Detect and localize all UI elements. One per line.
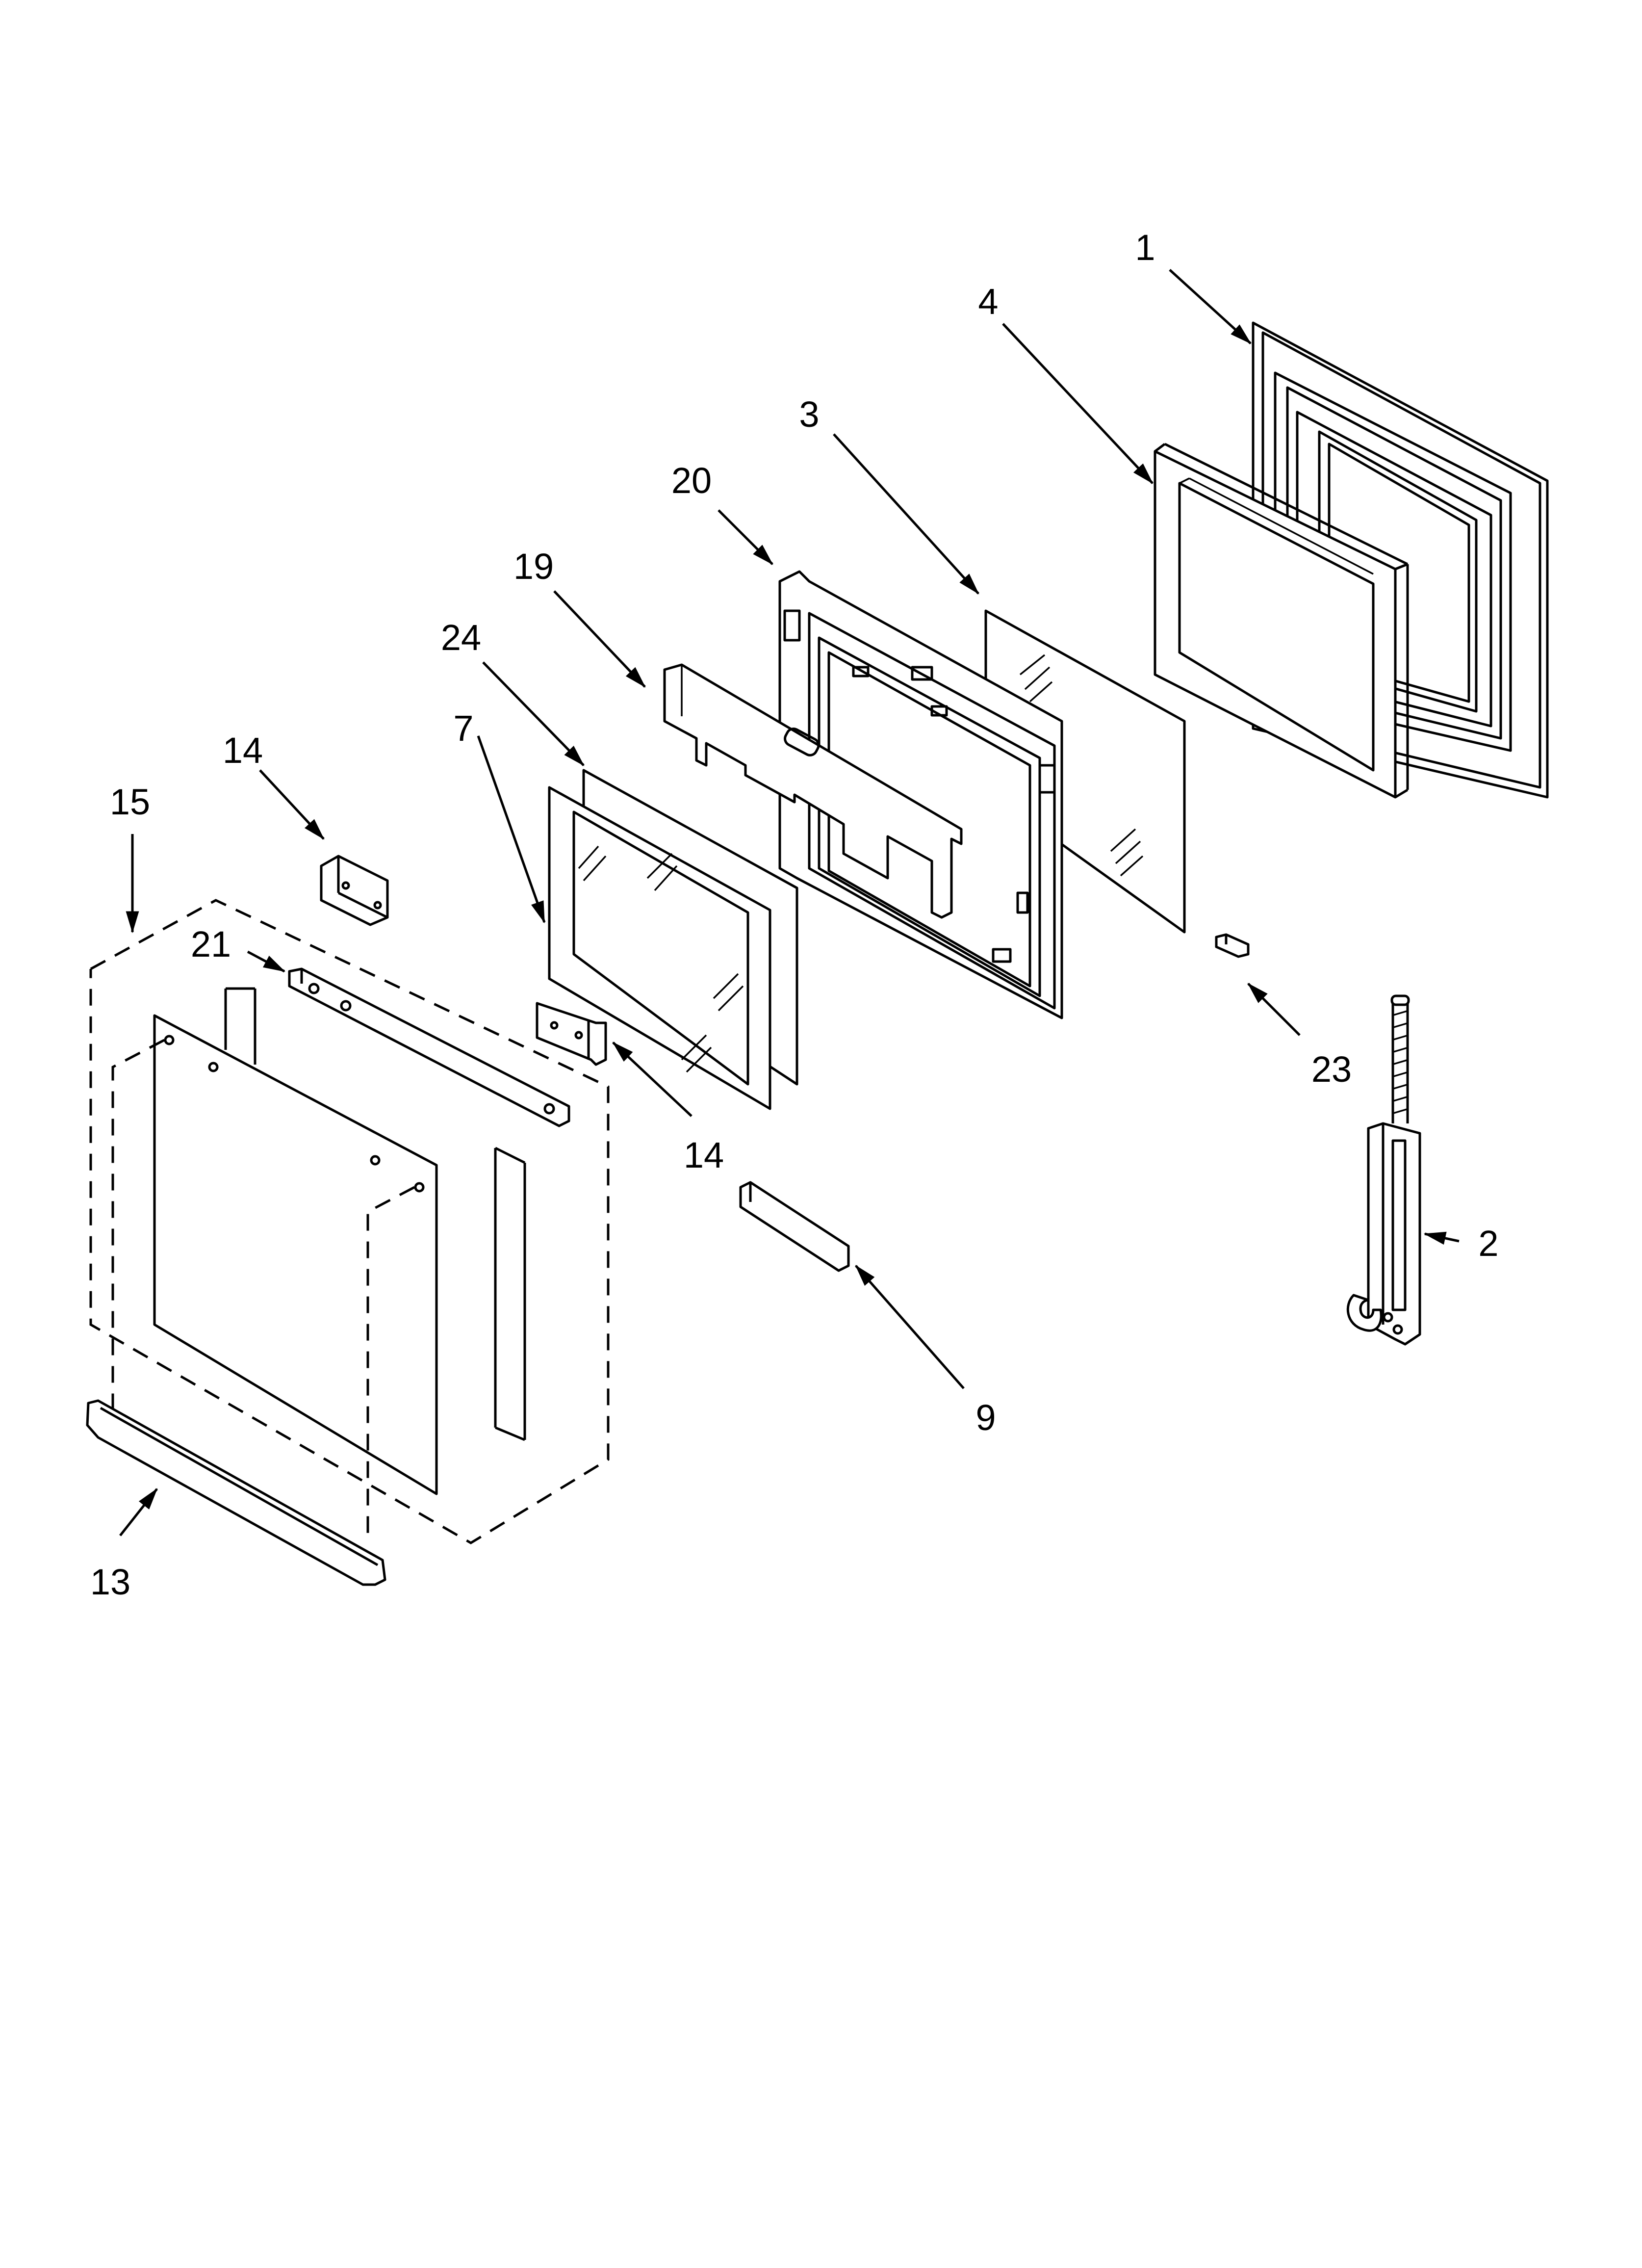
callout-labels: 1 4 3 20 19 24 7 14 15 21 14 23 2 9 13 — [90, 227, 1499, 1602]
part-21-trim-strip — [288, 967, 570, 1127]
leader-23 — [1247, 983, 1301, 1036]
part-14-bracket-upper — [320, 855, 389, 926]
hinge-thread — [1391, 1010, 1409, 1115]
callout-23: 23 — [1311, 1049, 1352, 1090]
leader-19 — [553, 590, 646, 688]
leader-13 — [119, 1488, 158, 1537]
leader-21 — [247, 950, 285, 973]
callout-20: 20 — [671, 460, 712, 501]
callout-3: 3 — [799, 394, 819, 435]
part-14-bracket-lower — [536, 1002, 607, 1066]
leader-14-upper — [259, 769, 325, 840]
leader-7 — [477, 735, 546, 924]
leader-arrows — [119, 269, 1460, 1537]
leader-4 — [1002, 323, 1154, 484]
part-2-hinge — [1346, 994, 1421, 1346]
leader-24 — [482, 661, 585, 766]
leader-9 — [855, 1265, 965, 1389]
leader-1 — [1169, 269, 1252, 344]
callout-9: 9 — [975, 1397, 996, 1438]
part-7-glass-pane — [548, 786, 771, 1110]
callout-7: 7 — [453, 708, 473, 749]
callout-1: 1 — [1135, 227, 1155, 268]
part-13-door-handle — [86, 1399, 386, 1586]
callout-4: 4 — [978, 281, 998, 322]
callout-14-upper: 14 — [223, 730, 263, 771]
part-9-trim-piece — [739, 1181, 850, 1272]
callout-15: 15 — [110, 782, 150, 822]
leader-14-lower — [612, 1042, 693, 1117]
callout-2: 2 — [1478, 1223, 1498, 1264]
part-15-outer-door-assembly — [89, 899, 610, 1544]
leader-2 — [1423, 1231, 1460, 1245]
part-4-door-frame — [1154, 443, 1409, 799]
leader-3 — [833, 433, 979, 595]
leader-20 — [718, 509, 773, 565]
part-20-inner-door-liner — [778, 570, 1063, 1019]
callout-24: 24 — [441, 617, 481, 658]
callout-14-lower: 14 — [684, 1135, 724, 1175]
outer-glass-panel — [111, 987, 526, 1543]
part-23-clip — [1215, 933, 1250, 958]
part-19-heat-shield — [663, 663, 963, 919]
callout-13: 13 — [90, 1562, 130, 1602]
callout-19: 19 — [513, 546, 554, 587]
callout-21: 21 — [191, 924, 231, 965]
